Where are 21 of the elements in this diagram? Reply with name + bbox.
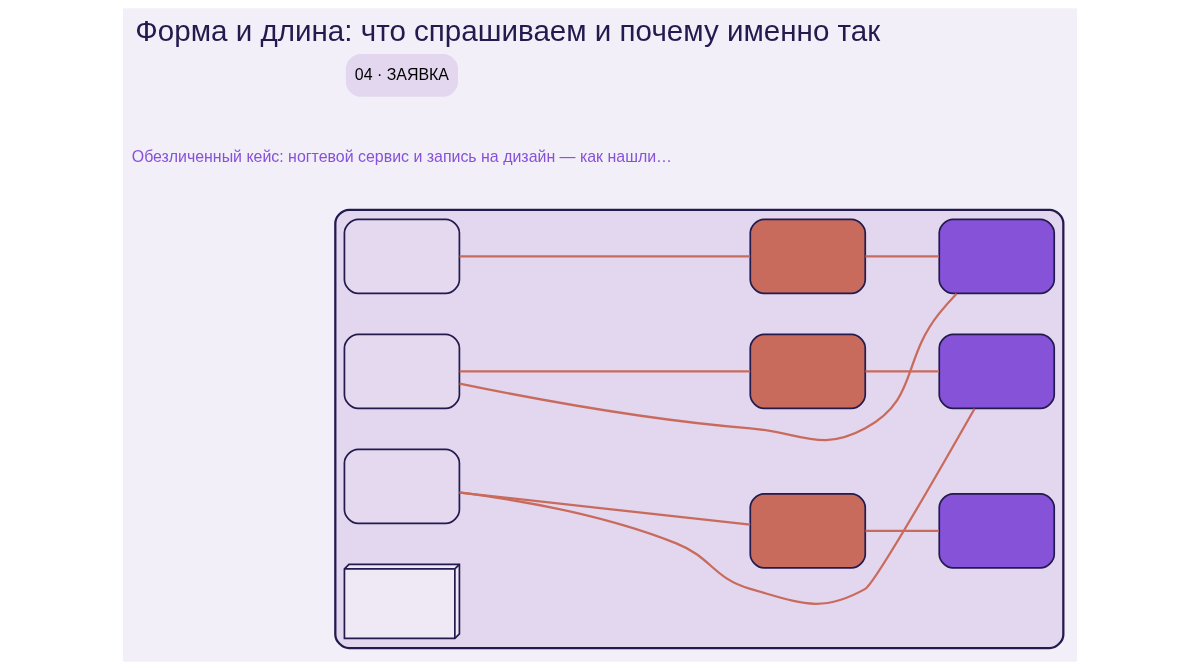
node-box [938,218,1056,295]
cluster [334,208,1065,650]
connector [459,408,976,605]
node-box [343,218,461,295]
node-box [938,333,1056,410]
label: Обезличенный кейс: ногтевой сервис и запись на дизайн — как нашли… [131,147,673,165]
node-box [749,492,867,569]
diagram-title: Форма и длина: что спрашиваем и почему именно так [135,14,881,48]
node-box [938,492,1056,569]
label: 04 · ЗАЯВКА [354,65,449,83]
connector [865,529,939,532]
node-box [343,333,461,410]
connector [865,255,939,258]
node-box [749,218,867,295]
connector [459,255,751,258]
node-box [343,448,461,525]
connector [865,370,939,373]
connector [459,491,751,526]
connector [459,292,958,442]
node-box [749,333,867,410]
connector [459,370,751,373]
